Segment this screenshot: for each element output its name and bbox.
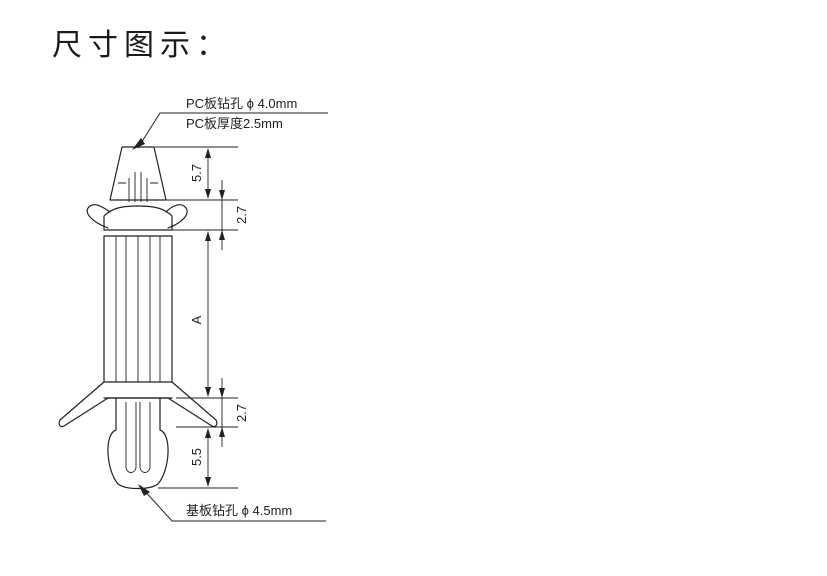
top-flange [86, 204, 188, 229]
top-thickness-label: PC板厚度2.5mm [186, 116, 283, 131]
bottom-flange [58, 381, 218, 428]
bottom-snap-tip [107, 397, 169, 490]
dimension-lines [205, 148, 225, 487]
dim-top-flange: 2.7 [234, 206, 249, 224]
pcb-spacer-part [58, 146, 218, 490]
dim-top-tip: 5.7 [189, 164, 204, 182]
page-title: 尺寸图示： [52, 28, 232, 63]
dim-bottom-flange: 2.7 [234, 404, 249, 422]
dim-bottom-tip: 5.5 [189, 448, 204, 466]
extension-lines [155, 146, 238, 489]
top-hole-label: PC板钻孔 ϕ 4.0mm [186, 96, 297, 111]
top-leader [132, 112, 328, 150]
bottom-hole-label: 基板钻孔 ϕ 4.5mm [186, 503, 292, 518]
dim-shaft: A [189, 315, 204, 324]
top-snap-tip [109, 146, 167, 201]
bottom-leader [138, 484, 326, 522]
